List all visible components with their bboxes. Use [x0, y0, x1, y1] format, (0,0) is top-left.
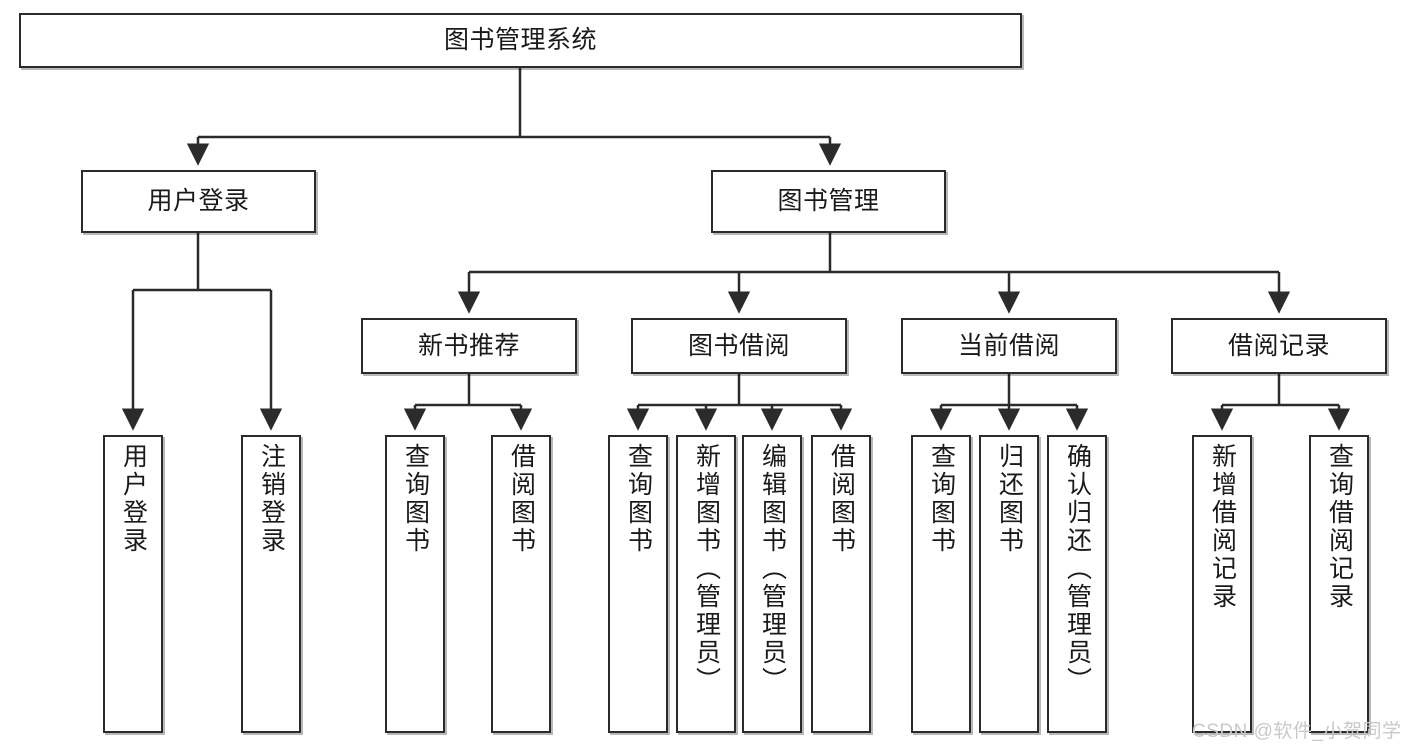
- node-label: 新增借阅记录: [1208, 443, 1237, 611]
- node-leaf-query-book-recommend[interactable]: 查询图书: [385, 435, 445, 733]
- node-leaf-query-borrow-record[interactable]: 查询借阅记录: [1309, 435, 1369, 733]
- node-label: 当前借阅: [957, 331, 1060, 360]
- node-label: 查询图书: [624, 443, 653, 555]
- node-label: 图书管理: [777, 187, 880, 215]
- node-leaf-user-login[interactable]: 用户登录: [103, 435, 163, 733]
- node-label: 用户登录: [119, 443, 148, 555]
- node-label: 借阅图书: [827, 443, 856, 555]
- node-current-borrow[interactable]: 当前借阅: [901, 318, 1117, 374]
- node-leaf-add-book-admin[interactable]: 新增图书（管理员）: [676, 435, 736, 733]
- node-label: 新增图书（管理员）: [692, 443, 721, 695]
- node-leaf-add-borrow-record[interactable]: 新增借阅记录: [1192, 435, 1252, 733]
- node-label: 查询图书: [401, 443, 430, 555]
- node-label: 注销登录: [257, 443, 286, 555]
- node-borrow-record[interactable]: 借阅记录: [1171, 318, 1387, 374]
- node-leaf-query-book-borrow[interactable]: 查询图书: [608, 435, 668, 733]
- node-leaf-edit-book-admin[interactable]: 编辑图书（管理员）: [742, 435, 802, 733]
- node-leaf-confirm-return-admin[interactable]: 确认归还（管理员）: [1047, 435, 1107, 733]
- node-label: 图书管理系统: [443, 26, 597, 54]
- watermark-credit: CSDN @软件_小贺同学: [1192, 721, 1402, 742]
- node-label: 借阅记录: [1227, 331, 1330, 360]
- node-leaf-borrow-book-recommend[interactable]: 借阅图书: [491, 435, 551, 733]
- node-label: 用户登录: [147, 187, 250, 215]
- node-leaf-lend-book[interactable]: 借阅图书: [811, 435, 871, 733]
- node-leaf-return-book[interactable]: 归还图书: [979, 435, 1039, 733]
- node-label: 借阅图书: [507, 443, 536, 555]
- node-book-management[interactable]: 图书管理: [711, 170, 946, 233]
- node-label: 查询借阅记录: [1325, 443, 1354, 611]
- node-label: 归还图书: [995, 443, 1024, 555]
- node-label: 图书借阅: [687, 331, 790, 360]
- node-label: 新书推荐: [417, 331, 520, 360]
- node-user-login[interactable]: 用户登录: [81, 170, 316, 233]
- node-root-book-management-system[interactable]: 图书管理系统: [19, 13, 1022, 68]
- node-label: 查询图书: [927, 443, 956, 555]
- node-label: 编辑图书（管理员）: [758, 443, 787, 695]
- node-label: 确认归还（管理员）: [1063, 443, 1092, 695]
- node-leaf-query-book-current[interactable]: 查询图书: [911, 435, 971, 733]
- node-book-borrow[interactable]: 图书借阅: [631, 318, 847, 374]
- node-leaf-logout[interactable]: 注销登录: [241, 435, 301, 733]
- node-new-book-recommend[interactable]: 新书推荐: [361, 318, 577, 374]
